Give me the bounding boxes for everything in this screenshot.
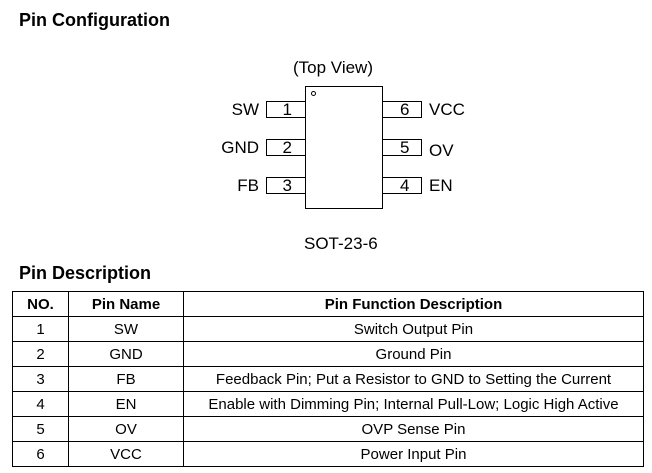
cell-no: 3 [12,366,69,392]
cell-no: 1 [12,316,69,342]
cell-no: 5 [12,416,69,442]
pin-label-gnd: GND [221,138,259,157]
pin-label-fb: FB [237,176,259,195]
cell-pin-name: OV [68,416,184,442]
pin-box-1: 1 [266,101,306,118]
cell-pin-name: SW [68,316,184,342]
cell-pin-name: VCC [68,441,184,467]
pin-box-2: 2 [266,139,306,156]
pin-box-5: 5 [382,139,422,156]
pin-label-vcc: VCC [429,100,465,119]
table-row: 1 SW Switch Output Pin [12,316,644,342]
cell-pin-name: FB [68,366,184,392]
cell-no: 2 [12,341,69,367]
pin-box-4: 4 [382,177,422,194]
pin-box-6: 6 [382,101,422,118]
pin-label-sw: SW [231,100,259,119]
cell-pin-name: GND [68,341,184,367]
header-pin-name: Pin Name [68,291,184,317]
pin-description-heading: Pin Description [19,263,152,283]
table-row: 3 FB Feedback Pin; Put a Resistor to GND… [12,366,644,392]
cell-function: Power Input Pin [183,441,644,467]
table-row: 5 OV OVP Sense Pin [12,416,644,442]
pin-label-ov: OV [429,141,454,160]
table-row: 2 GND Ground Pin [12,341,644,367]
package-label: SOT-23-6 [304,234,378,253]
header-function: Pin Function Description [183,291,644,317]
cell-function: Feedback Pin; Put a Resistor to GND to S… [183,366,644,392]
header-no: NO. [12,291,69,317]
cell-function: Ground Pin [183,341,644,367]
cell-no: 4 [12,391,69,417]
pin-box-3: 3 [266,177,306,194]
chip-body [305,86,383,209]
table-row: 6 VCC Power Input Pin [12,441,644,467]
cell-no: 6 [12,441,69,467]
top-view-label: (Top View) [293,58,373,77]
pin-description-table: NO. Pin Name Pin Function Description 1 … [12,291,644,467]
cell-function: OVP Sense Pin [183,416,644,442]
cell-pin-name: EN [68,391,184,417]
cell-function: Enable with Dimming Pin; Internal Pull-L… [183,391,644,417]
table-header-row: NO. Pin Name Pin Function Description [12,291,644,317]
table-row: 4 EN Enable with Dimming Pin; Internal P… [12,391,644,417]
cell-function: Switch Output Pin [183,316,644,342]
pin-configuration-heading: Pin Configuration [19,10,170,30]
pin-label-en: EN [429,176,453,195]
pin1-marker-icon [311,91,316,96]
